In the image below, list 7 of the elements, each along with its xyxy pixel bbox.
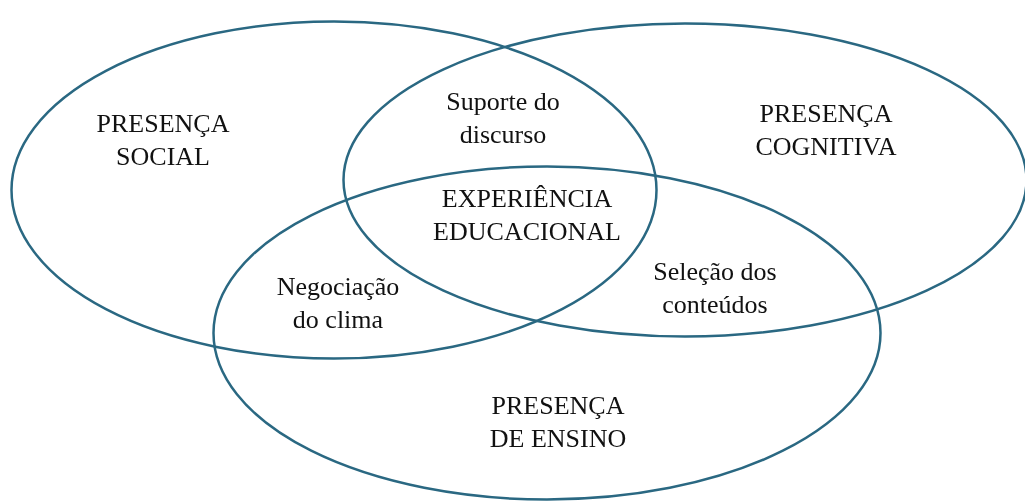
set-title: PRESENÇA COGNITIVA <box>754 97 898 163</box>
overlap-label: Seleção dos conteúdos <box>652 255 778 321</box>
set-title: PRESENÇA DE ENSINO <box>488 389 628 455</box>
overlap-label: Suporte do discurso <box>445 85 561 151</box>
overlap-label: Negociação do clima <box>275 270 401 336</box>
overlap-label: EXPERIÊNCIA EDUCACIONAL <box>432 182 622 248</box>
set-title: PRESENÇA SOCIAL <box>95 107 231 173</box>
